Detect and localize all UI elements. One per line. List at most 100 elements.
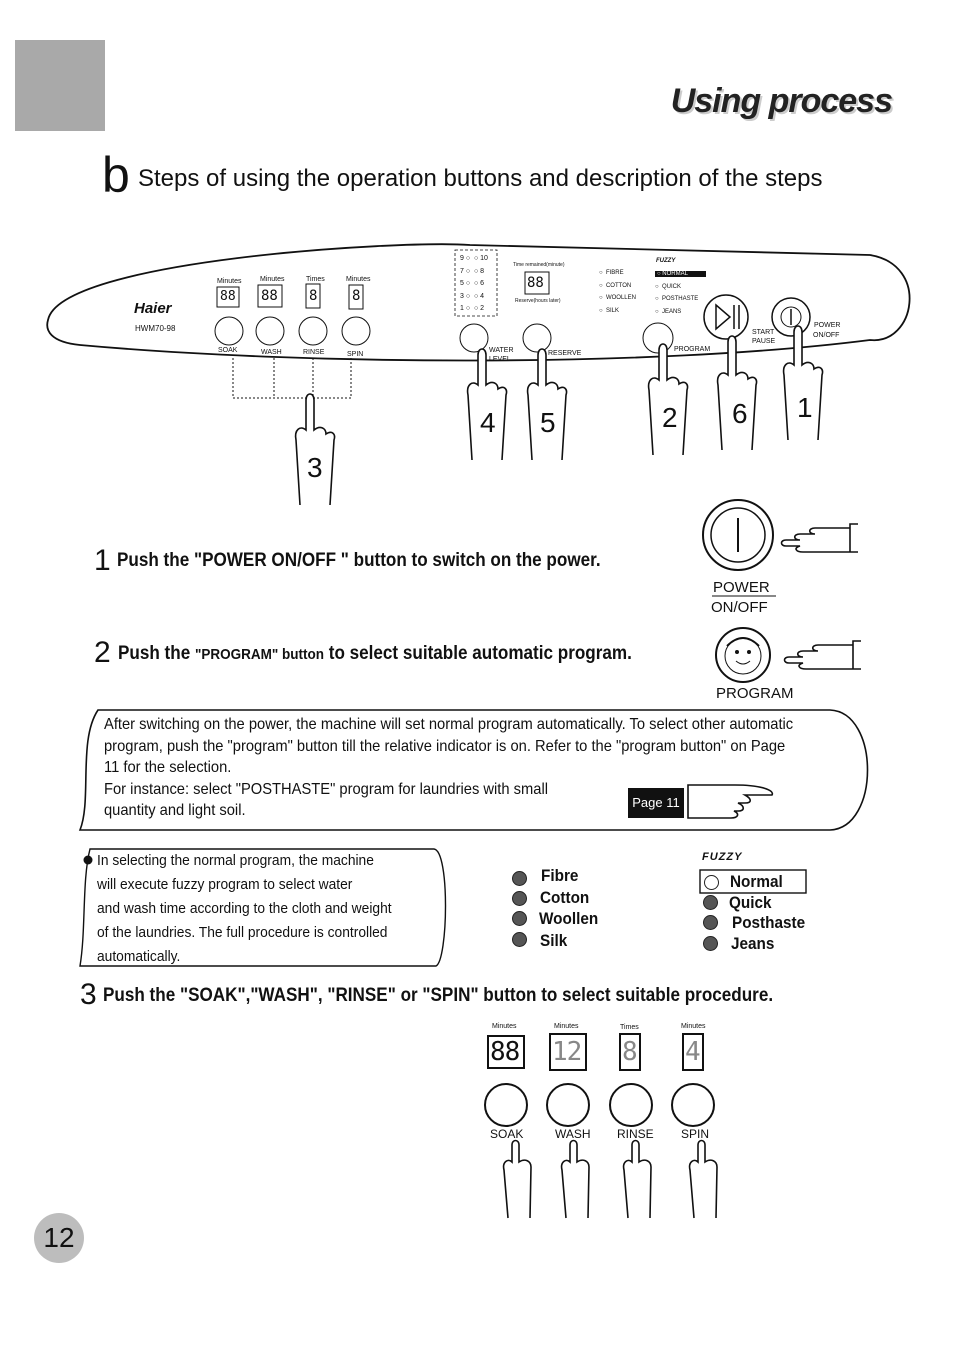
program-posthaste: Posthaste bbox=[732, 913, 806, 932]
step-2-number: 2 bbox=[94, 636, 111, 669]
display-digits: 4 bbox=[685, 1037, 701, 1067]
panel-display-reserve bbox=[524, 271, 550, 295]
program-quick: Quick bbox=[729, 893, 772, 912]
reserve-digits: 88 bbox=[527, 275, 544, 291]
display-digits: 8 bbox=[622, 1037, 638, 1067]
hand-number: 5 bbox=[540, 407, 556, 438]
panel-display-rinse bbox=[305, 283, 321, 309]
page-11-tag: Page 11 bbox=[628, 788, 684, 818]
section-letter: b bbox=[102, 147, 130, 203]
fabric-woollen: Woollen bbox=[539, 909, 599, 928]
info-box-outline bbox=[78, 709, 869, 831]
panel-digits: 8 bbox=[352, 288, 361, 304]
panel-soak-button bbox=[214, 316, 244, 346]
posthaste-indicator bbox=[703, 915, 718, 930]
fuzzy-box-text: In selecting the normal program, the mac… bbox=[97, 852, 392, 965]
panel-program-list: ○ NORMAL ○ QUICK ○ POSTHASTE ○ JEANS bbox=[655, 268, 706, 318]
onoff-label: ON/OFF bbox=[813, 332, 840, 339]
panel-display-wash bbox=[257, 284, 283, 308]
bottom-hands bbox=[502, 1139, 718, 1219]
water-level-box bbox=[454, 249, 498, 317]
program-icon-label: PROGRAM bbox=[716, 685, 794, 702]
fabric-silk: Silk bbox=[540, 931, 568, 950]
water-level-label: LEVEL bbox=[489, 356, 511, 363]
reserve-label: RESERVE bbox=[548, 350, 582, 357]
panel-water-level-button bbox=[459, 323, 489, 353]
unit-label: Minutes bbox=[217, 278, 242, 285]
display-spin bbox=[682, 1033, 704, 1071]
hand-number: 3 bbox=[307, 452, 323, 483]
pointing-hand-icon bbox=[780, 523, 858, 553]
fabric-cotton: Cotton bbox=[540, 888, 590, 907]
step-1-text: Push the "POWER ON/OFF " button to switc… bbox=[117, 550, 601, 571]
model-number: HWM70-98 bbox=[135, 324, 176, 333]
corner-block bbox=[15, 40, 105, 131]
cotton-indicator bbox=[512, 891, 527, 906]
unit-label: Times bbox=[620, 1024, 639, 1031]
panel-program-label: PROGRAM bbox=[674, 346, 711, 353]
panel-digits: 88 bbox=[220, 289, 236, 304]
woollen-indicator bbox=[512, 911, 527, 926]
section-title: Steps of using the operation buttons and… bbox=[138, 165, 823, 192]
power-icon-label: POWER bbox=[713, 579, 770, 596]
panel-display-spin bbox=[348, 284, 364, 310]
spin-label: SPIN bbox=[681, 1127, 710, 1141]
unit-label: Times bbox=[306, 276, 325, 283]
start-label: START bbox=[752, 329, 775, 336]
panel-rinse-button bbox=[298, 316, 328, 346]
display-soak bbox=[487, 1035, 525, 1069]
water-level-label: WATER bbox=[489, 347, 514, 354]
fuzzy-box-outline bbox=[79, 848, 447, 967]
panel-reserve-button bbox=[522, 323, 552, 353]
silk-indicator bbox=[512, 932, 527, 947]
panel-hands bbox=[294, 325, 824, 506]
page-number: 12 bbox=[34, 1213, 84, 1263]
panel-button-label: SOAK bbox=[218, 347, 238, 354]
page-title: Using process bbox=[670, 82, 893, 120]
unit-label: Minutes bbox=[260, 276, 285, 283]
quick-indicator bbox=[703, 895, 718, 910]
panel-program-button bbox=[642, 322, 674, 354]
fibre-indicator bbox=[512, 871, 527, 886]
panel-digits: 8 bbox=[309, 288, 318, 304]
wash-button-icon bbox=[546, 1083, 590, 1127]
panel-fabric-list: ○ FIBRE ○ COTTON ○ WOOLLEN ○ SILK bbox=[599, 270, 636, 314]
panel-display-soak bbox=[216, 286, 240, 308]
unit-label: Minutes bbox=[681, 1023, 706, 1030]
pointing-hand-icon bbox=[687, 784, 774, 819]
display-rinse bbox=[619, 1033, 641, 1071]
hand-number: 6 bbox=[732, 398, 748, 429]
unit-label: Minutes bbox=[554, 1023, 579, 1030]
panel-fuzzy-logo: FUZZY bbox=[656, 258, 676, 264]
soak-button-icon bbox=[484, 1083, 528, 1127]
normal-highlight bbox=[699, 869, 807, 894]
onoff-icon-label: ON/OFF bbox=[711, 599, 768, 616]
soak-label: SOAK bbox=[490, 1127, 524, 1141]
rinse-label: RINSE bbox=[617, 1127, 654, 1141]
reserve-hours-label: Reserve(hours later) bbox=[515, 298, 561, 304]
pause-label: PAUSE bbox=[752, 338, 776, 345]
hand-number: 4 bbox=[480, 407, 496, 438]
spin-button-icon bbox=[671, 1083, 715, 1127]
step-1-number: 1 bbox=[94, 544, 111, 577]
panel-button-label: WASH bbox=[261, 349, 282, 356]
panel-button-label: RINSE bbox=[303, 349, 325, 356]
time-remained-label: Time remained(minute) bbox=[513, 262, 565, 268]
step-3-number: 3 bbox=[80, 978, 97, 1011]
hand-number: 2 bbox=[662, 402, 678, 433]
step-2-text: Push the "PROGRAM" button to select suit… bbox=[118, 643, 632, 664]
display-digits: 12 bbox=[552, 1037, 582, 1067]
program-normal: Normal bbox=[730, 872, 783, 891]
panel-start-button bbox=[703, 294, 749, 340]
panel-wash-button bbox=[255, 316, 285, 346]
normal-indicator bbox=[704, 875, 719, 890]
step-3-text: Push the "SOAK","WASH", "RINSE" or "SPIN… bbox=[103, 985, 774, 1006]
info-box-text: After switching on the power, the machin… bbox=[104, 716, 794, 819]
panel-digits: 88 bbox=[261, 288, 278, 304]
fuzzy-logo: FUZZY bbox=[702, 851, 743, 863]
panel-button-label: SPIN bbox=[347, 351, 364, 358]
water-level-list: 9 ○ ○ 10 7 ○ ○ 8 5 ○ ○ 6 3 ○ ○ 4 1 ○ ○ 2 bbox=[460, 255, 488, 313]
brand-logo: Haier bbox=[134, 300, 172, 317]
jeans-indicator bbox=[703, 936, 718, 951]
